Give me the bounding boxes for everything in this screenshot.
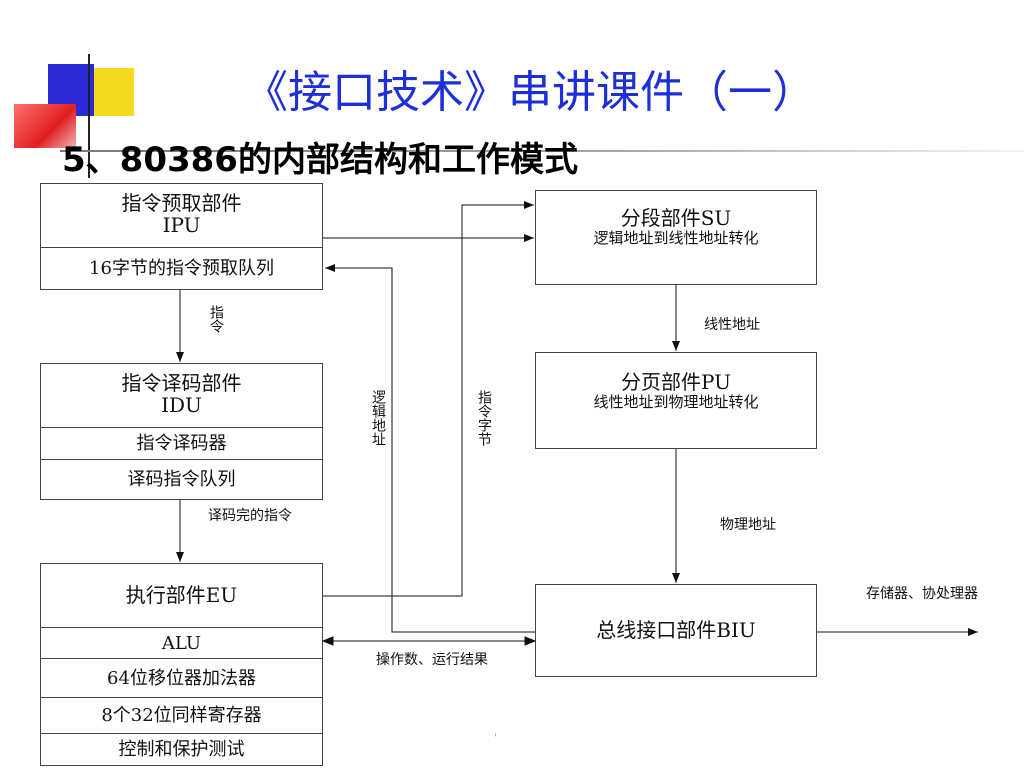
su-box: 分段部件SU 逻辑地址到线性地址转化 bbox=[535, 190, 817, 285]
eu-shifter: 64位移位器加法器 bbox=[41, 658, 322, 698]
eu-registers: 8个32位同样寄存器 bbox=[41, 697, 322, 734]
label-decoded-instruction: 译码完的指令 bbox=[208, 508, 292, 524]
ipu-box: 指令预取部件 IPU 16字节的指令预取队列 bbox=[40, 183, 323, 290]
ipu-abbr: IPU bbox=[162, 213, 201, 237]
ipu-name: 指令预取部件 bbox=[121, 191, 242, 215]
label-instruction: 指令 bbox=[208, 305, 224, 333]
footer-mark: ' bbox=[494, 733, 497, 744]
title-underline bbox=[60, 150, 1024, 152]
pu-desc: 线性地址到物理地址转化 bbox=[593, 393, 759, 411]
section-heading: 5、80386的内部结构和工作模式 bbox=[62, 140, 578, 180]
ipu-queue: 16字节的指令预取队列 bbox=[41, 247, 322, 289]
label-logical-address: 逻辑地址 bbox=[370, 390, 386, 446]
eu-header: 执行部件EU bbox=[41, 564, 322, 647]
deco-yellow-square bbox=[90, 68, 134, 116]
su-header: 分段部件SU 逻辑地址到线性地址转化 bbox=[536, 191, 816, 247]
eu-biu-arrow-left bbox=[321, 636, 334, 646]
label-memory-coprocessor: 存储器、协处理器 bbox=[866, 586, 978, 602]
label-operands-results: 操作数、运行结果 bbox=[376, 652, 488, 668]
idu-abbr: IDU bbox=[161, 393, 202, 417]
eu-control-label: 控制和保护测试 bbox=[118, 739, 245, 760]
eu-control: 控制和保护测试 bbox=[41, 733, 322, 766]
eu-alu: ALU bbox=[41, 627, 322, 659]
biu-box: 总线接口部件BIU bbox=[535, 584, 817, 677]
eu-shifter-label: 64位移位器加法器 bbox=[107, 667, 256, 689]
biu-header: 总线接口部件BIU bbox=[536, 585, 816, 641]
eu-to-su-arrow bbox=[323, 201, 534, 597]
idu-header: 指令译码部件 IDU bbox=[41, 364, 322, 435]
eu-alu-label: ALU bbox=[161, 632, 202, 654]
eu-biu-arrow-right bbox=[524, 636, 537, 646]
ipu-header: 指令预取部件 IPU bbox=[41, 184, 322, 255]
eu-box: 执行部件EU ALU 64位移位器加法器 8个32位同样寄存器 控制和保护测试 bbox=[40, 563, 323, 766]
pu-box: 分页部件PU 线性地址到物理地址转化 bbox=[535, 352, 817, 449]
biu-to-ipu-arrow bbox=[325, 264, 535, 633]
label-linear-address: 线性地址 bbox=[704, 317, 760, 333]
biu-name: 总线接口部件BIU bbox=[596, 618, 756, 642]
idu-queue-label: 译码指令队列 bbox=[127, 469, 236, 490]
page-title: 《接口技术》串讲课件（一） bbox=[244, 67, 816, 118]
eu-registers-label: 8个32位同样寄存器 bbox=[101, 705, 262, 726]
su-name: 分段部件SU bbox=[620, 206, 732, 230]
idu-box: 指令译码部件 IDU 指令译码器 译码指令队列 bbox=[40, 363, 323, 500]
idu-decoder: 指令译码器 bbox=[41, 427, 322, 460]
ipu-queue-label: 16字节的指令预取队列 bbox=[89, 257, 274, 279]
pu-header: 分页部件PU 线性地址到物理地址转化 bbox=[536, 353, 816, 411]
eu-name: 执行部件EU bbox=[125, 583, 238, 607]
idu-name: 指令译码部件 bbox=[121, 371, 242, 395]
idu-queue: 译码指令队列 bbox=[41, 459, 322, 500]
deco-red-square bbox=[14, 104, 76, 148]
idu-decoder-label: 指令译码器 bbox=[136, 433, 227, 454]
label-physical-address: 物理地址 bbox=[720, 517, 776, 533]
pu-name: 分页部件PU bbox=[621, 370, 731, 394]
deco-vertical-bar bbox=[88, 54, 90, 178]
label-instruction-bytes: 指令字节 bbox=[476, 390, 492, 446]
su-desc: 逻辑地址到线性地址转化 bbox=[593, 229, 759, 247]
